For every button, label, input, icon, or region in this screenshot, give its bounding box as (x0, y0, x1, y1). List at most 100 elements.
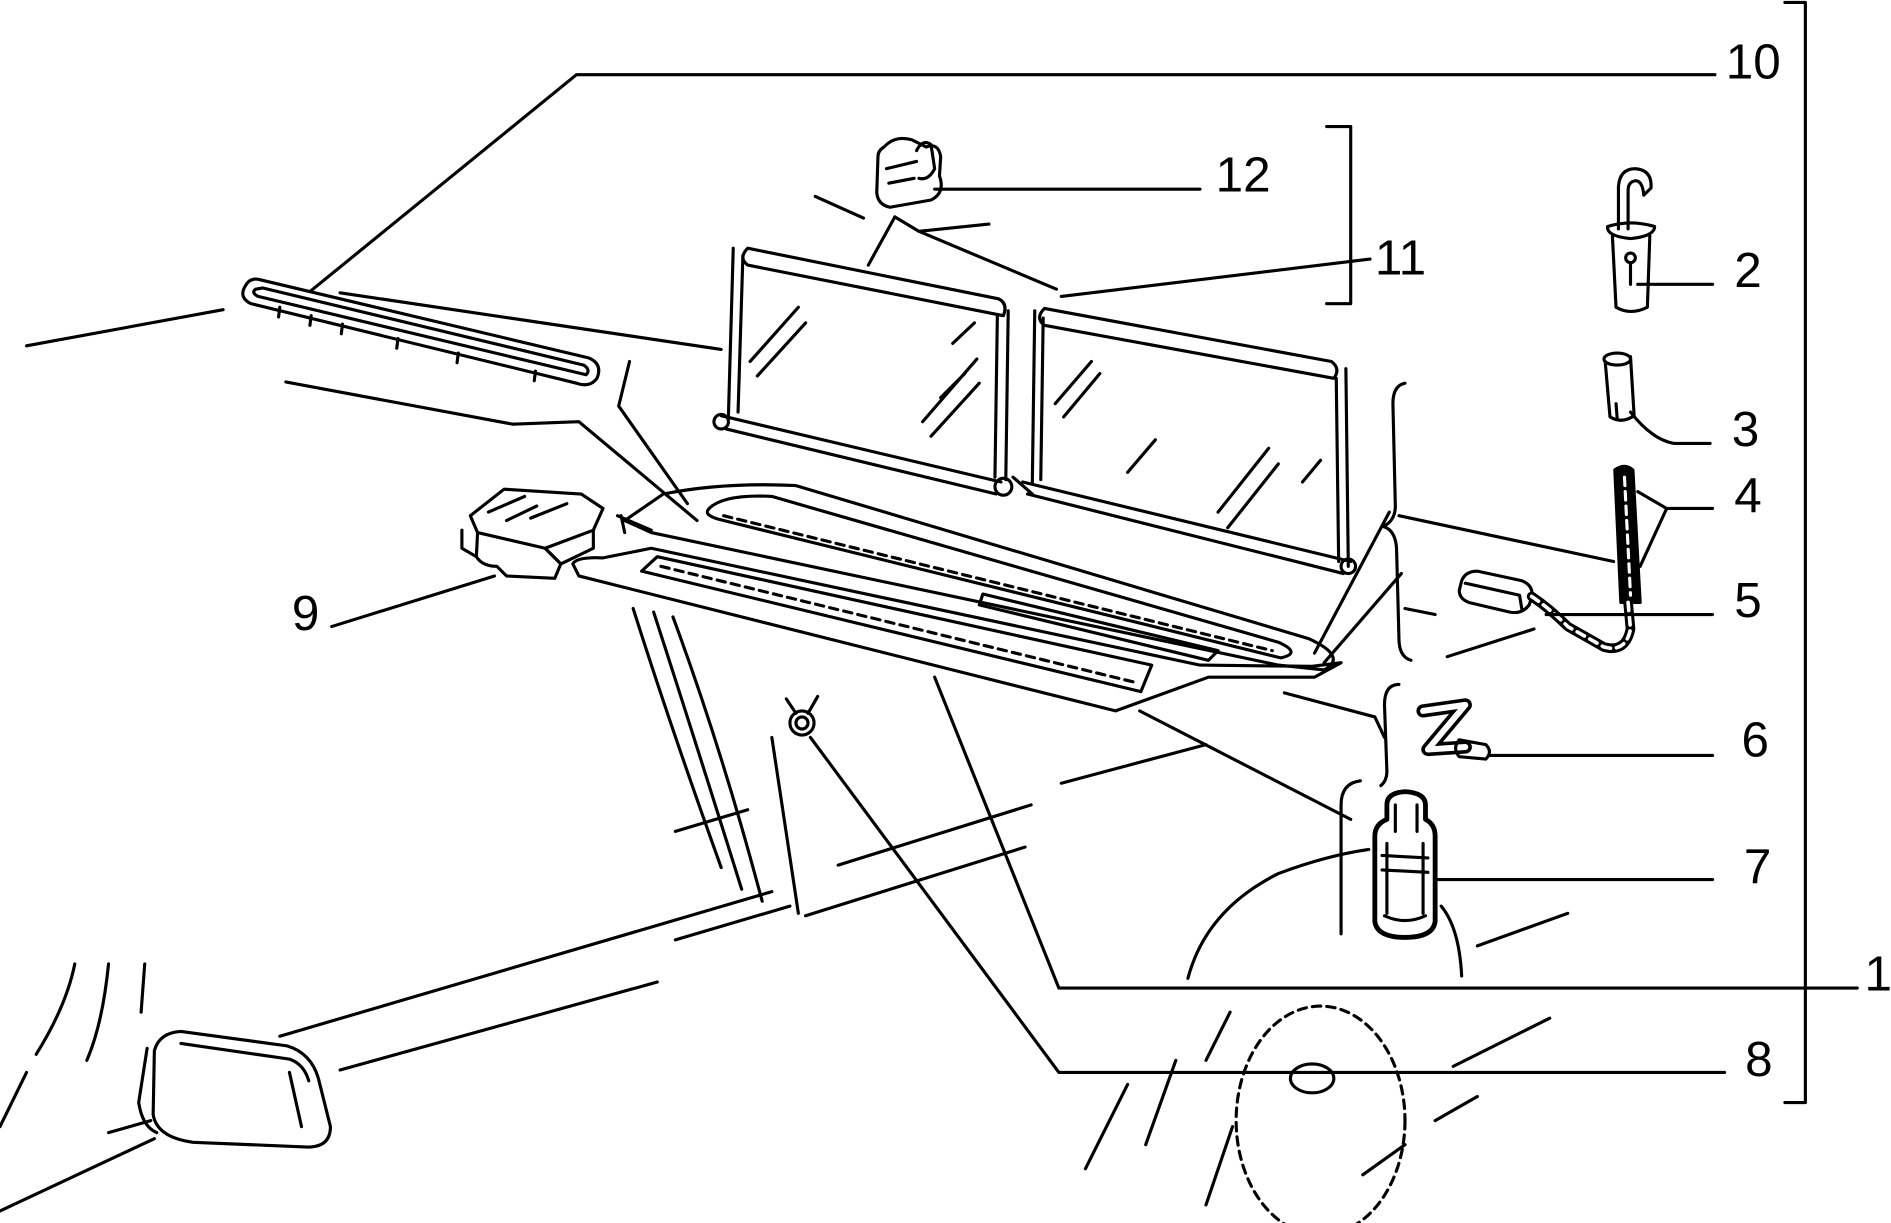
tail-light-lens (179, 1041, 311, 1083)
wheel-arch (1433, 1094, 1479, 1123)
shelf-support-line (284, 380, 515, 426)
stop-inner (1385, 841, 1425, 915)
body-line (1403, 606, 1437, 617)
callout-1: 1 (1864, 946, 1891, 1001)
bumper-line (0, 1137, 156, 1213)
stop-band (1380, 853, 1430, 874)
side-line (338, 980, 659, 1072)
callout-4: 4 (1734, 468, 1761, 523)
callout-labels: 10 12 11 2 3 4 5 6 7 1 8 9 (292, 34, 1891, 1087)
strip-outline (241, 277, 601, 387)
bumper-stop (1339, 779, 1438, 940)
ring-inner (794, 715, 810, 731)
stop-bracket (1339, 779, 1362, 936)
shelf-support-line (510, 420, 699, 523)
block-edge (1463, 581, 1524, 612)
shelf-front-board (571, 546, 1343, 713)
z-hook-cap (1454, 738, 1491, 761)
leader-line-3 (1628, 410, 1712, 445)
tire-tread-mark (1204, 1125, 1235, 1207)
side-panel-left (712, 246, 1014, 497)
rear-corner-line (85, 962, 111, 1062)
leader-line-4 (1636, 490, 1715, 568)
panel-pivot (712, 412, 730, 431)
wheel-arch (1439, 904, 1464, 978)
wire-core (1529, 594, 1633, 650)
pillar-curve (671, 615, 764, 903)
wheel-arch (1186, 847, 1371, 980)
roof-line (24, 308, 225, 348)
pillar-curve (652, 610, 744, 891)
trim-strip (241, 277, 601, 387)
sleeve-top (1602, 351, 1633, 367)
panel-clip (813, 136, 1059, 291)
panel-frame (1334, 376, 1341, 564)
body-line (1138, 709, 1353, 821)
wheel-arch (1475, 911, 1570, 948)
leader-line-1 (933, 675, 1859, 990)
panel-pivot (993, 476, 1014, 497)
side-line (1059, 743, 1208, 785)
tire-tread-mark (1361, 1143, 1407, 1177)
pillar-curve (631, 606, 723, 870)
shelf-rear-seam (722, 514, 1274, 653)
panel-frame (724, 427, 998, 496)
body-line (1282, 691, 1387, 739)
tail-light-lens (287, 1070, 304, 1129)
panel-frame (736, 253, 745, 414)
tire (1234, 1004, 1407, 1223)
shelf-front-seam (659, 564, 1136, 684)
clip-mount-line (917, 229, 1059, 291)
rod-texture (1622, 475, 1633, 597)
glass-glare (748, 305, 981, 438)
panel-frame (1025, 492, 1346, 576)
panel-frame (719, 414, 1003, 484)
stop-inner (1393, 803, 1419, 833)
group-brackets (1325, 0, 1807, 1105)
stop-base (1382, 914, 1428, 923)
callout-11: 11 (1375, 231, 1426, 286)
panel-frame (1344, 367, 1350, 568)
callout-9: 9 (292, 586, 319, 641)
body-line (1397, 514, 1616, 564)
panel-hinge (1011, 475, 1034, 496)
leader-line-8 (808, 735, 1727, 1074)
bracket-all-parts (1783, 0, 1807, 1105)
wheel-arch (1451, 1016, 1552, 1068)
panel-frame (993, 314, 999, 479)
panel-pivot (1339, 557, 1358, 576)
rear-corner-line (139, 962, 147, 1014)
bracket-4-5 (1381, 381, 1413, 662)
shelf-rear-board (623, 483, 1335, 672)
clip-hook (914, 141, 937, 181)
callout-2: 2 (1734, 243, 1761, 298)
panel-frame (1030, 309, 1037, 484)
panel-frame (726, 246, 735, 418)
callout-3: 3 (1732, 402, 1759, 457)
box-side (543, 528, 595, 566)
tire-tread-mark (1144, 1058, 1178, 1147)
pillar-curve (770, 735, 800, 915)
block-body (1457, 569, 1534, 615)
storage-box (460, 487, 605, 580)
leader-lines (308, 73, 1859, 1074)
panel-frame (1021, 480, 1353, 564)
shelf-tab (615, 514, 653, 535)
rear-window-line (338, 291, 723, 351)
shelf-side-cutout (977, 592, 1220, 662)
panel-top-rod (741, 246, 1007, 318)
body-line (1322, 571, 1403, 665)
tail-light-outline (151, 1029, 333, 1149)
rod (1613, 464, 1642, 605)
block-with-wire (1457, 569, 1636, 653)
callout-6: 6 (1741, 713, 1768, 768)
box-front (474, 531, 563, 580)
peg-hook (1616, 167, 1653, 231)
box-lip (460, 528, 478, 559)
bracket-11-12 (1325, 124, 1353, 306)
sleeve (1602, 351, 1636, 422)
wire-outer (1526, 591, 1636, 653)
shelf-front-cutout (640, 555, 1154, 694)
panel-top-rod (1038, 306, 1339, 380)
